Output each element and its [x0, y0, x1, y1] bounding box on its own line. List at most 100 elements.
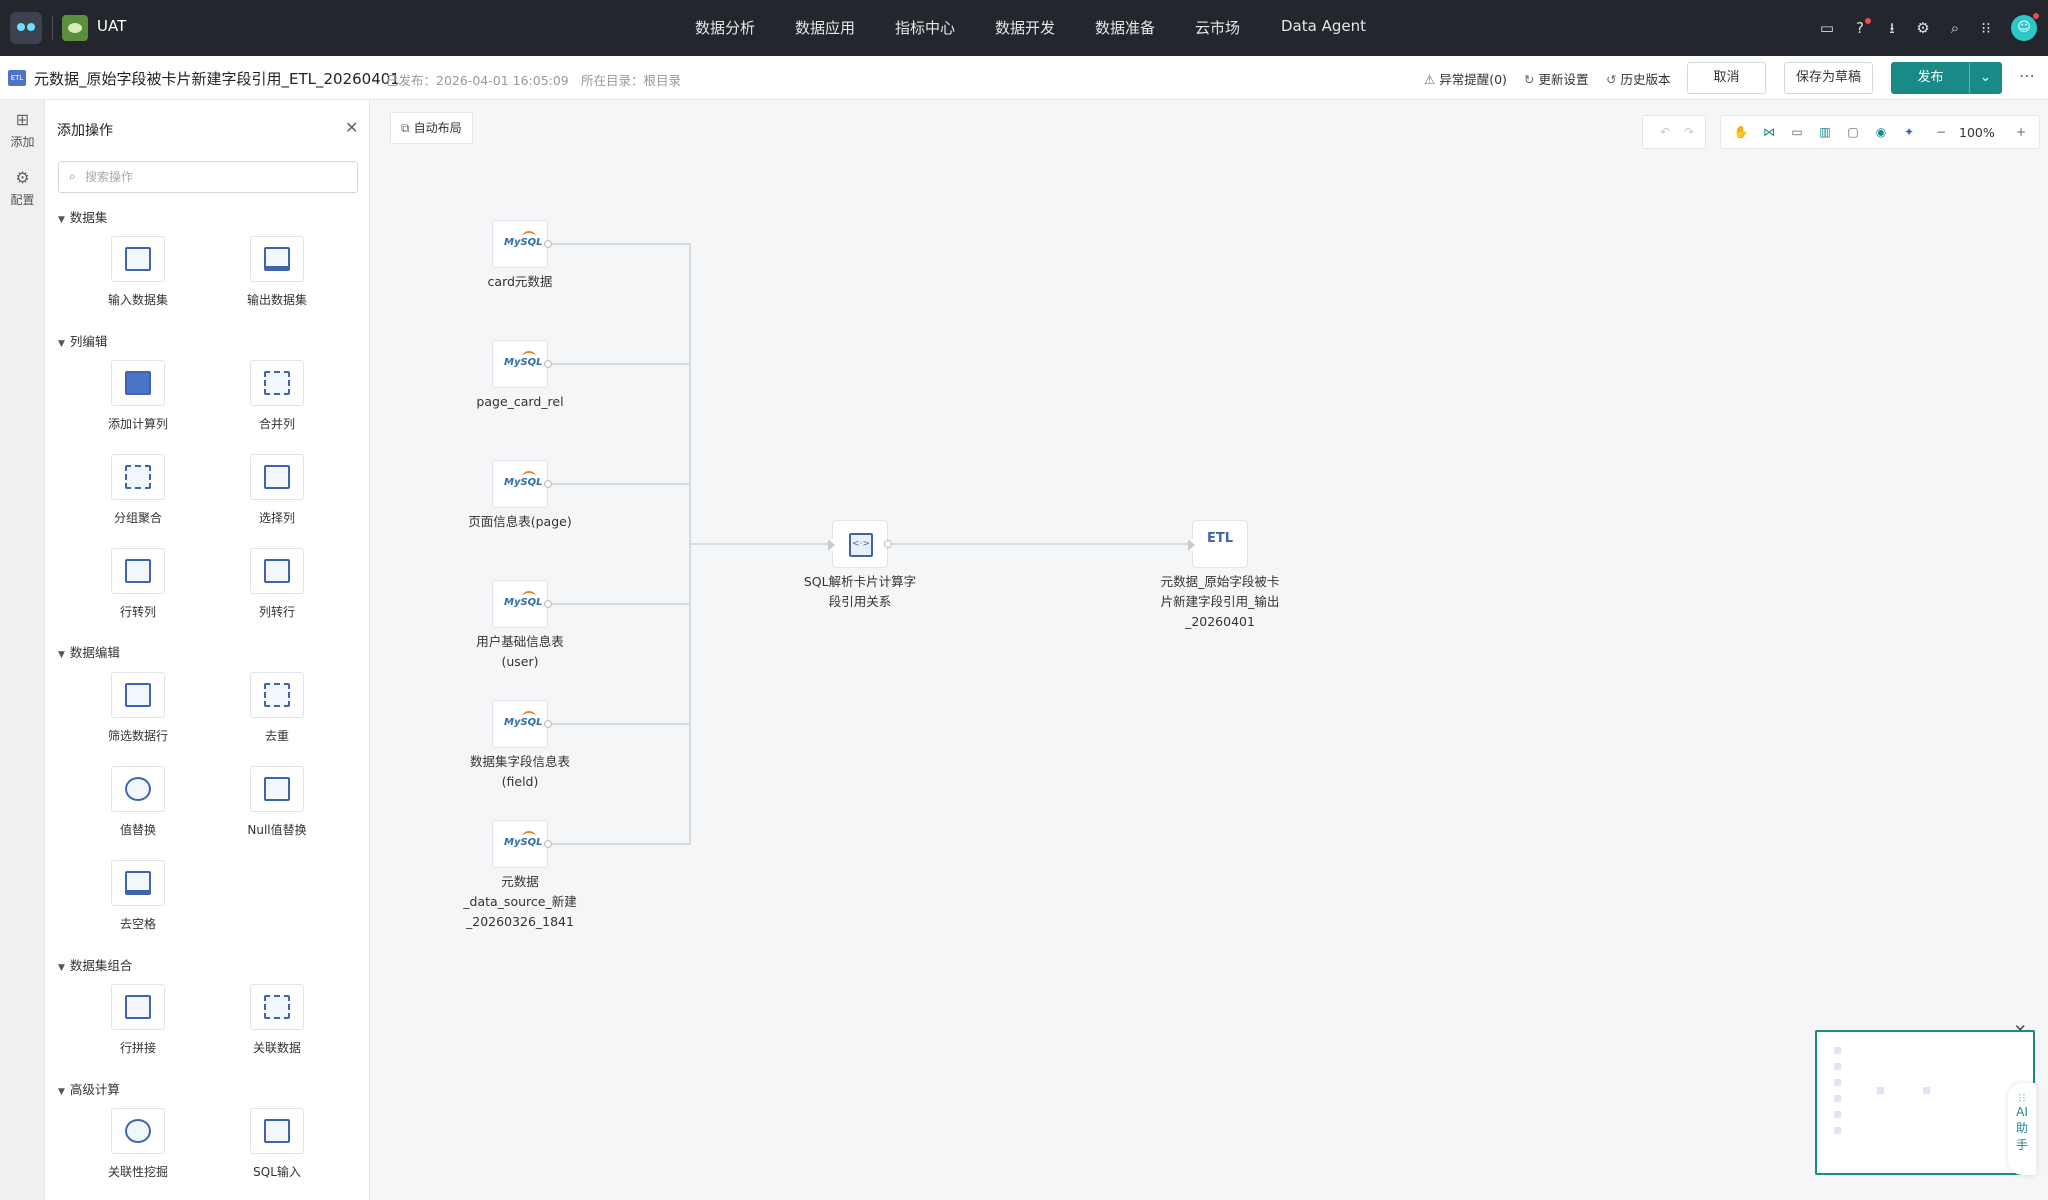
source-node[interactable]: MySQL [492, 340, 552, 388]
group-aggregate-icon [111, 454, 165, 500]
settings-icon[interactable]: ⚙ [1916, 19, 1930, 37]
menu-metrics-center[interactable]: 指标中心 [895, 19, 956, 37]
op-group-aggregate[interactable]: 分组聚合 [78, 454, 198, 526]
update-settings-link[interactable]: ↻更新设置 [1524, 72, 1589, 87]
download-icon[interactable]: ⭳ [1889, 19, 1895, 37]
op-sql-input[interactable]: SQL输入 [217, 1108, 337, 1180]
op-value-replace[interactable]: 值替换 [78, 766, 198, 838]
op-row-concat[interactable]: 行拼接 [78, 984, 198, 1056]
output-node[interactable]: ETL [1188, 520, 1248, 568]
alerts-link[interactable]: ⚠异常提醒(0) [1424, 72, 1507, 87]
source-node[interactable]: MySQL [492, 580, 552, 628]
op-output-dataset[interactable]: 输出数据集 [217, 236, 337, 308]
op-row-to-column[interactable]: 行转列 [78, 548, 198, 620]
apps-grid-icon[interactable]: ⁝⁝ [1981, 19, 1991, 37]
calculator-icon [111, 360, 165, 406]
robot-logo-icon[interactable] [10, 12, 42, 44]
panel-title: 添加操作 [57, 123, 113, 139]
op-input-dataset[interactable]: 输入数据集 [78, 236, 198, 308]
zoom-out-icon[interactable]: − [1935, 125, 1947, 139]
caret-down-icon: ▼ [58, 215, 65, 225]
source-node[interactable]: MySQL [492, 820, 552, 868]
menu-data-dev[interactable]: 数据开发 [995, 19, 1056, 37]
history-link[interactable]: ↺历史版本 [1606, 72, 1671, 87]
menu-data-apps[interactable]: 数据应用 [795, 19, 856, 37]
trim-spaces-icon [111, 860, 165, 906]
source-node[interactable]: MySQL [492, 220, 552, 268]
close-icon[interactable]: ✕ [345, 118, 359, 137]
menu-data-agent[interactable]: Data Agent [1281, 17, 1366, 35]
more-icon[interactable]: ⋯ [2019, 66, 2035, 85]
op-dedupe[interactable]: 去重 [217, 672, 337, 744]
menu-data-analysis[interactable]: 数据分析 [695, 19, 756, 37]
app-icon[interactable] [62, 15, 88, 41]
user-avatar[interactable]: ☺ [2011, 13, 2039, 41]
output-port[interactable] [884, 540, 892, 548]
comment-icon[interactable]: ▢ [1847, 125, 1859, 139]
join-data-icon [250, 984, 304, 1030]
node-label: 页面信息表(page) [468, 514, 572, 529]
output-port[interactable] [544, 480, 552, 488]
op-join-data[interactable]: 关联数据 [217, 984, 337, 1056]
flow-edges [520, 243, 1192, 845]
redo-icon[interactable]: ↷ [1683, 125, 1695, 139]
op-merge-columns[interactable]: 合并列 [217, 360, 337, 432]
undo-icon[interactable]: ↶ [1659, 125, 1671, 139]
output-port[interactable] [544, 240, 552, 248]
flow-canvas[interactable]: ⧉自动布局 ↶ ↷ ✋ ⋈ ▭ ▥ ▢ ◉ ✦ − 100% + MySQL c… [370, 100, 2048, 1200]
save-draft-button[interactable]: 保存为草稿 [1784, 62, 1873, 94]
mysql-icon: MySQL [504, 471, 543, 488]
help-icon[interactable]: ? [1850, 18, 1871, 38]
section-advanced[interactable]: ▼高级计算 [58, 1082, 120, 1097]
operation-search-input[interactable] [85, 167, 345, 187]
ai-assistant-tab[interactable]: ⁝⁝ AI 助 手 [2008, 1083, 2036, 1175]
op-filter-rows[interactable]: 筛选数据行 [78, 672, 198, 744]
history-toolbar: ↶ ↷ [1642, 115, 1706, 149]
op-null-replace[interactable]: Null值替换 [217, 766, 337, 838]
op-add-calc-column[interactable]: 添加计算列 [78, 360, 198, 432]
monitor-icon[interactable]: ▭ [1819, 19, 1835, 37]
publish-button[interactable]: 发布 [1891, 62, 1970, 94]
auto-layout-button[interactable]: ⧉自动布局 [390, 112, 473, 144]
drag-handle-icon: ⁝⁝ [2018, 1091, 2026, 1105]
hand-icon[interactable]: ✋ [1733, 125, 1749, 139]
op-column-to-row[interactable]: 列转行 [217, 548, 337, 620]
menu-data-prep[interactable]: 数据准备 [1095, 19, 1156, 37]
rail-config[interactable]: ⚙ 配置 [0, 168, 45, 208]
source-node[interactable]: MySQL [492, 460, 552, 508]
cancel-button[interactable]: 取消 [1687, 62, 1766, 94]
op-select-columns[interactable]: 选择列 [217, 454, 337, 526]
columns-icon[interactable]: ▥ [1819, 125, 1831, 139]
op-trim-spaces[interactable]: 去空格 [78, 860, 198, 932]
publish-dropdown-button[interactable]: ⌄ [1969, 62, 2002, 94]
output-port[interactable] [544, 360, 552, 368]
section-dataset-combine[interactable]: ▼数据集组合 [58, 958, 133, 973]
rail-add[interactable]: ⊞ 添加 [0, 110, 45, 150]
output-port[interactable] [544, 720, 552, 728]
zoom-in-icon[interactable]: + [2015, 125, 2027, 139]
caret-down-icon: ▼ [58, 1087, 65, 1097]
section-data-edit[interactable]: ▼数据编辑 [58, 645, 120, 660]
sql-node[interactable]: <·> [828, 520, 892, 568]
section-column-edit[interactable]: ▼列编辑 [58, 334, 108, 349]
op-association-mining[interactable]: 关联性挖掘 [78, 1108, 198, 1180]
output-port[interactable] [544, 840, 552, 848]
null-replace-icon [250, 766, 304, 812]
sql-icon: <·> [849, 533, 873, 557]
minimap[interactable] [1815, 1030, 2035, 1175]
sparkle-icon[interactable]: ✦ [1903, 125, 1915, 139]
input-port[interactable] [1188, 539, 1195, 551]
input-port[interactable] [828, 539, 835, 551]
output-port[interactable] [544, 600, 552, 608]
ruler-icon[interactable]: ▭ [1791, 125, 1803, 139]
menu-cloud-market[interactable]: 云市场 [1195, 19, 1241, 37]
node-label: page_card_rel [476, 394, 564, 409]
eye-icon[interactable]: ◉ [1875, 125, 1887, 139]
mysql-icon: MySQL [504, 831, 543, 848]
search-icon[interactable]: ⌕ [1950, 19, 1960, 37]
mysql-icon: MySQL [504, 231, 543, 248]
source-node[interactable]: MySQL [492, 700, 552, 748]
section-dataset[interactable]: ▼数据集 [58, 210, 108, 225]
share-icon[interactable]: ⋈ [1763, 125, 1775, 139]
add-node-icon: ⊞ [15, 110, 30, 129]
